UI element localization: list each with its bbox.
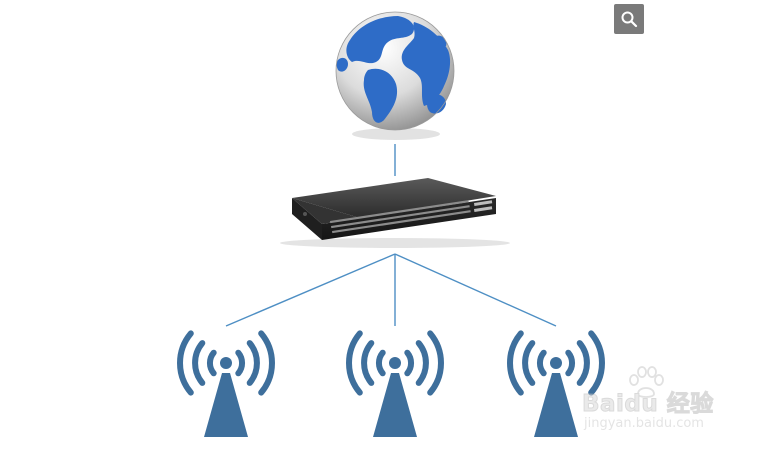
watermark: Baidu 经验 jingyan.baidu.com: [582, 366, 732, 440]
wifi-wave: [207, 349, 217, 377]
wifi-wave: [235, 349, 245, 377]
search-button[interactable]: [614, 4, 644, 34]
wifi-dot: [389, 357, 401, 369]
wifi-wave: [576, 340, 590, 386]
wifi-wave: [415, 340, 429, 386]
wifi-wave: [258, 330, 275, 396]
wifi-wave: [361, 340, 375, 386]
wifi-wave: [246, 340, 260, 386]
wifi-antenna-icon: [177, 330, 275, 437]
antenna-tower: [534, 373, 578, 437]
wifi-wave: [522, 340, 536, 386]
antenna-tower: [204, 373, 248, 437]
magnifier-icon: [621, 11, 638, 28]
wifi-wave: [588, 330, 605, 396]
paw-logo-icon: [629, 366, 664, 398]
connector-lines: [225, 144, 557, 327]
access-points: [177, 330, 605, 437]
link-switch-ap-3: [394, 253, 557, 327]
watermark-brand: Baidu 经验: [582, 391, 714, 418]
wifi-wave: [346, 330, 363, 396]
wifi-wave: [427, 330, 444, 396]
wifi-antenna-icon: [346, 330, 444, 437]
wifi-wave: [404, 349, 414, 377]
link-switch-ap-1: [225, 253, 396, 327]
antenna-tower: [373, 373, 417, 437]
wifi-wave: [537, 349, 547, 377]
wifi-wave: [376, 349, 386, 377]
wifi-wave: [565, 349, 575, 377]
network-switch-icon: [280, 178, 510, 248]
wifi-wave: [507, 330, 524, 396]
wifi-antenna-icon: [507, 330, 605, 437]
globe-icon: [335, 11, 455, 140]
watermark-url: jingyan.baidu.com: [584, 416, 704, 431]
wifi-wave: [192, 340, 206, 386]
wifi-dot: [550, 357, 562, 369]
wifi-wave: [177, 330, 194, 396]
wifi-dot: [220, 357, 232, 369]
